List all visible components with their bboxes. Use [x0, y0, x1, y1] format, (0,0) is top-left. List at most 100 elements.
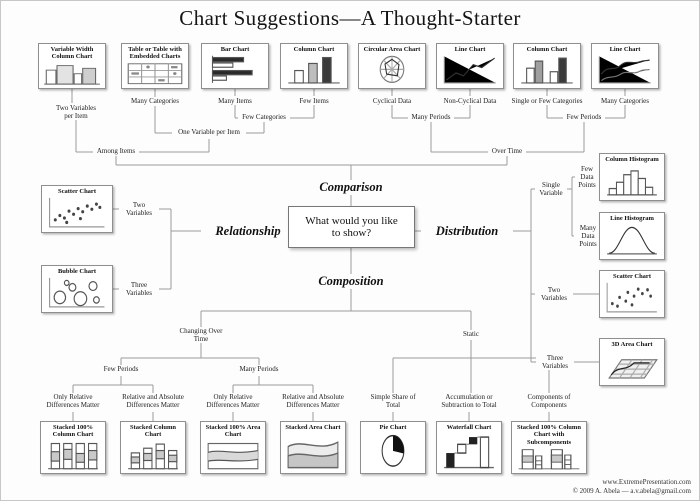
- chart-card-title: Waterfall Chart: [446, 424, 492, 431]
- chart-card-title: Bubble Chart: [57, 268, 97, 275]
- chart-card-column-histogram: Column Histogram: [599, 153, 665, 201]
- node-simple-share-of-total: Simple Share of Total: [368, 393, 418, 410]
- chart-card-stacked-area: Stacked Area Chart: [280, 421, 346, 474]
- node-relative-and-absolute-1: Relative and Absolute Differences Matter: [116, 393, 190, 410]
- node-few-periods-composition: Few Periods: [99, 365, 143, 374]
- chart-card-title: Line Histogram: [610, 215, 654, 222]
- node-single-variable: Single Variable: [535, 181, 567, 198]
- page-title: Chart Suggestions—A Thought-Starter: [179, 6, 521, 30]
- circular-area-chart-icon: [379, 56, 405, 84]
- condition-non-cyclical-data: Non-Cyclical Data: [438, 97, 502, 106]
- node-only-relative-differences-1: Only Relative Differences Matter: [41, 393, 105, 410]
- node-components-of-components: Components of Components: [519, 393, 579, 410]
- condition-few-items: Few Items: [293, 97, 335, 106]
- chart-card-title: Line Chart: [609, 46, 641, 53]
- branch-distribution: Distribution: [421, 224, 513, 239]
- chart-card-column-2: Column Chart: [513, 43, 581, 89]
- chart-card-title: Line Chart: [454, 46, 486, 53]
- central-question-box: What would you like to show?: [288, 206, 415, 248]
- node-static: Static: [456, 330, 486, 339]
- bubble-chart-icon: [49, 278, 105, 308]
- chart-card-stacked-100-column: Stacked 100% Column Chart: [40, 421, 106, 474]
- branch-relationship: Relationship: [201, 224, 295, 239]
- node-three-variables-distribution: Three Variables: [536, 354, 574, 371]
- chart-card-title: Circular Area Chart: [363, 46, 421, 53]
- chart-card-stacked-100-area: Stacked 100% Area Chart: [200, 421, 266, 474]
- condition-many-items: Many Items: [212, 97, 258, 106]
- node-only-relative-differences-2: Only Relative Differences Matter: [201, 393, 265, 410]
- stacked-area-chart-icon: [287, 441, 339, 469]
- chart-card-title: Scatter Chart: [58, 188, 96, 195]
- variable-width-column-chart-icon: [44, 64, 100, 85]
- node-three-variables-relationship: Three Variables: [119, 281, 159, 298]
- chart-card-3d-area: 3D Area Chart: [599, 338, 665, 386]
- chart-card-title: Column Chart: [293, 46, 335, 53]
- chart-card-circular-area: Circular Area Chart: [358, 43, 426, 89]
- chart-card-title: Pie Chart: [379, 424, 407, 431]
- chart-card-line: Line Chart: [436, 43, 504, 89]
- chart-card-title: Stacked 100% Area Chart: [205, 424, 261, 439]
- node-accumulation-to-total: Accumulation or Subtraction to Total: [433, 393, 505, 410]
- line-chart-icon: [443, 56, 496, 84]
- branch-comparison: Comparison: [301, 180, 401, 195]
- bar-chart-icon: [211, 56, 253, 84]
- table-chart-icon: [127, 62, 183, 84]
- chart-card-table: Table or Table with Embedded Charts: [121, 43, 189, 89]
- stacked-100-column-chart-icon: [48, 442, 98, 469]
- condition-two-variables-per-item: Two Variables per Item: [50, 104, 102, 121]
- stacked-100-area-chart-icon: [207, 442, 259, 469]
- chart-card-stacked-column: Stacked Column Chart: [120, 421, 186, 474]
- node-many-periods: Many Periods: [408, 113, 454, 122]
- column-chart-icon: [288, 57, 340, 84]
- chart-card-title: 3D Area Chart: [611, 341, 653, 348]
- pie-chart-icon: [381, 435, 405, 468]
- node-many-periods-composition: Many Periods: [235, 365, 283, 374]
- chart-card-waterfall: Waterfall Chart: [436, 421, 502, 474]
- chart-card-title: Stacked 100% Column Chart: [52, 424, 94, 439]
- node-among-items: Among Items: [93, 147, 139, 156]
- condition-many-categories: Many Categories: [123, 97, 187, 106]
- chart-card-title: Stacked Area Chart: [285, 424, 341, 431]
- chart-card-stacked-100-column-subcomponents: Stacked 100% Column Chart with Subcompon…: [511, 421, 587, 474]
- node-few-data-points: Few Data Points: [575, 165, 599, 190]
- chart-card-line-histogram: Line Histogram: [599, 212, 665, 260]
- chart-card-bubble: Bubble Chart: [41, 265, 113, 313]
- waterfall-chart-icon: [444, 436, 494, 469]
- node-two-variables-distribution: Two Variables: [535, 286, 573, 303]
- node-one-variable-per-item: One Variable per Item: [172, 128, 246, 137]
- node-changing-over-time: Changing Over Time: [176, 327, 226, 344]
- scatter-chart-icon: [49, 198, 105, 228]
- chart-card-title: Bar Chart: [220, 46, 250, 53]
- chart-card-column: Column Chart: [280, 43, 348, 89]
- column-chart-icon: [521, 57, 573, 84]
- node-two-variables-relationship: Two Variables: [119, 201, 159, 218]
- condition-single-or-few-categories: Single or Few Categories: [505, 97, 589, 106]
- column-histogram-icon: [607, 170, 657, 196]
- chart-card-title: Column Chart: [526, 46, 568, 53]
- condition-cyclical-data: Cyclical Data: [367, 97, 417, 106]
- three-d-area-chart-icon: [608, 359, 658, 379]
- condition-many-categories-2: Many Categories: [594, 97, 656, 106]
- node-relative-and-absolute-2: Relative and Absolute Differences Matter: [276, 393, 350, 410]
- chart-card-bar: Bar Chart: [201, 43, 269, 89]
- chart-card-title: Variable Width Column Chart: [50, 46, 94, 61]
- node-over-time: Over Time: [488, 147, 526, 156]
- node-few-periods: Few Periods: [563, 113, 605, 122]
- stacked-100-column-subcomponents-chart-icon: [518, 449, 580, 470]
- chart-card-scatter: Scatter Chart: [41, 185, 113, 233]
- chart-card-title: Stacked Column Chart: [129, 424, 177, 439]
- chart-card-title: Table or Table with Embedded Charts: [128, 46, 182, 61]
- footer-website: www.ExtremePresentation.com: [602, 477, 691, 486]
- chart-card-title: Stacked 100% Column Chart with Subcompon…: [517, 424, 581, 446]
- chart-card-title: Scatter Chart: [613, 273, 651, 280]
- stacked-column-chart-icon: [128, 443, 178, 469]
- line-histogram-icon: [607, 227, 657, 255]
- footer-copyright: © 2009 A. Abela — a.v.abela@gmail.com: [572, 486, 691, 495]
- line-chart-icon: [598, 56, 651, 84]
- chart-card-scatter-distribution: Scatter Chart: [599, 270, 665, 318]
- chart-card-line-2: Line Chart: [591, 43, 659, 89]
- footer: www.ExtremePresentation.com © 2009 A. Ab…: [573, 478, 691, 496]
- scatter-chart-icon: [606, 283, 657, 313]
- chart-card-pie: Pie Chart: [360, 421, 426, 474]
